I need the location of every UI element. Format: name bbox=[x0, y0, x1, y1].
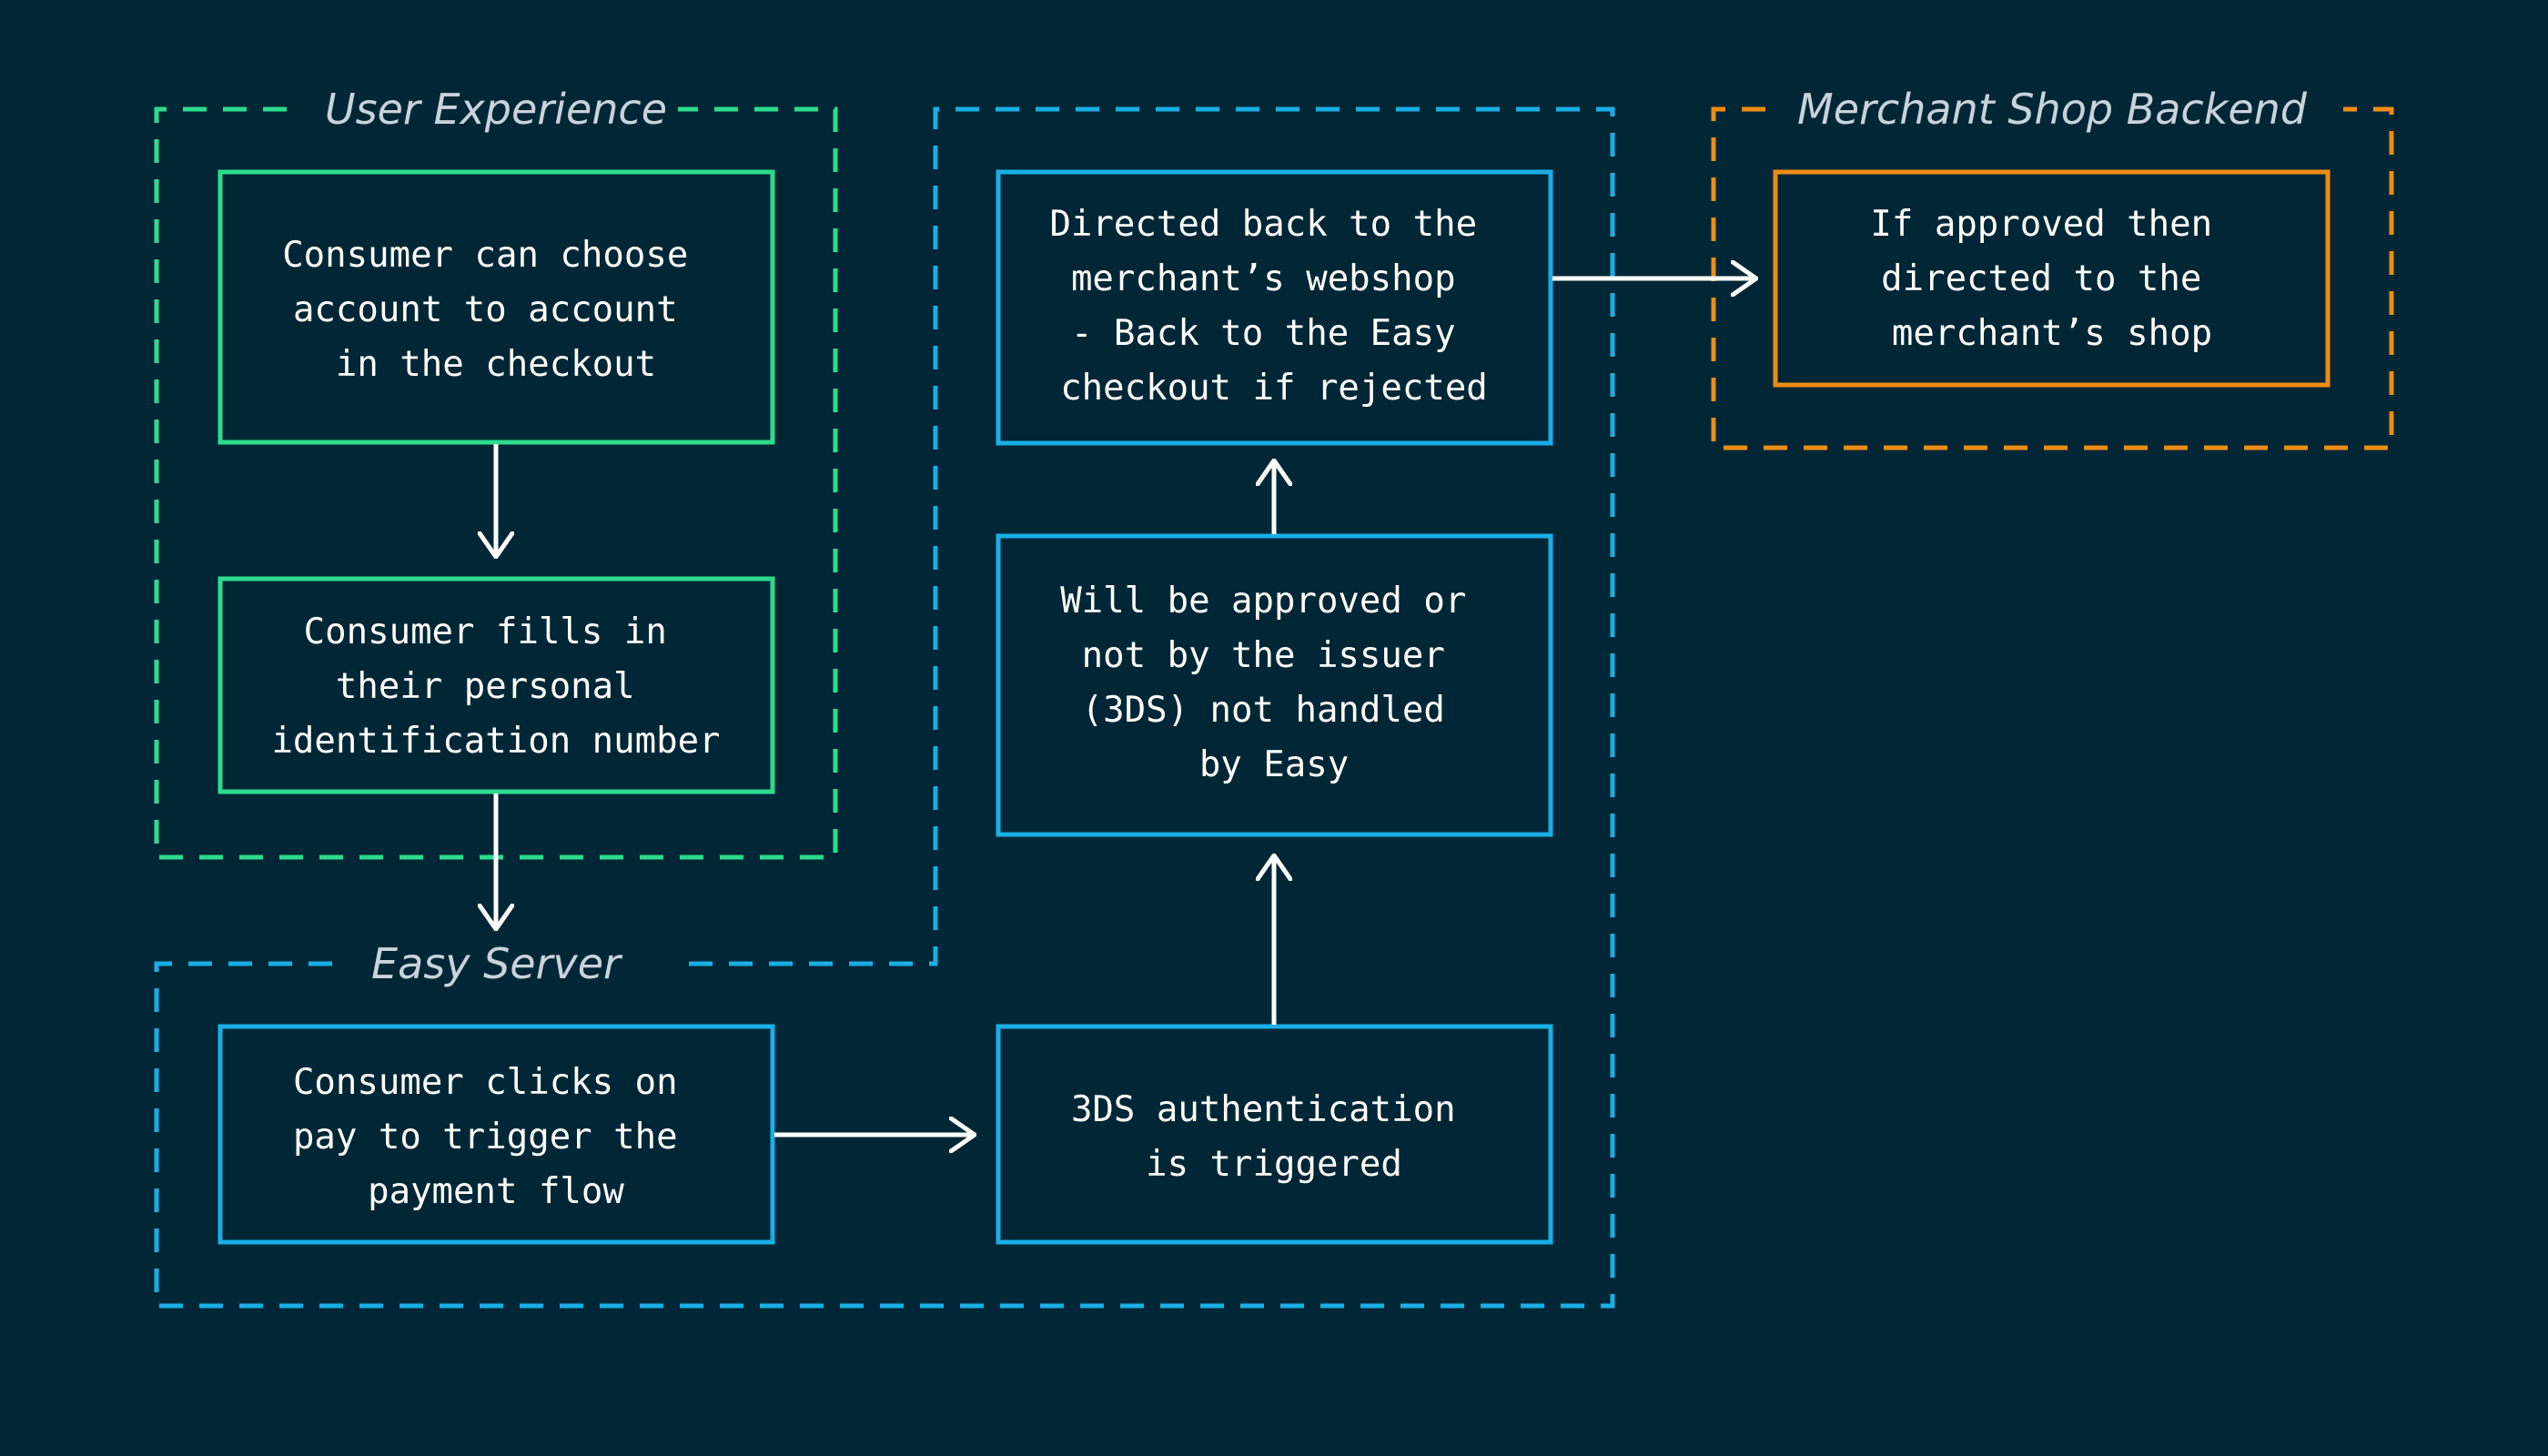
group-easy-server-border bbox=[154, 106, 1615, 1309]
node-click-pay-line: Consumer clicks on bbox=[293, 1062, 678, 1103]
node-merchant-shop-line: If approved then bbox=[1870, 204, 2212, 245]
group-merchant-backend-border bbox=[1711, 106, 2394, 450]
node-fill-pin-line: identification number bbox=[271, 721, 720, 762]
group-label-user-experience: User Experience bbox=[325, 85, 667, 134]
node-auth-3ds-text: 3DS authentication is triggered bbox=[1071, 1089, 1477, 1185]
node-choose-account-line: Consumer can choose bbox=[282, 235, 688, 276]
node-choose-account-text: Consumer can choose account to account i… bbox=[282, 235, 710, 385]
node-click-pay-text: Consumer clicks on pay to trigger the pa… bbox=[293, 1062, 699, 1212]
node-issuer-approval-text: Will be approved or not by the issuer (3… bbox=[1060, 581, 1488, 785]
node-merchant-shop-line: directed to the bbox=[1881, 258, 2201, 299]
node-choose-account-box bbox=[217, 169, 775, 445]
node-fill-pin-box bbox=[217, 576, 775, 794]
node-directed-back-line: Directed back to the bbox=[1049, 204, 1477, 245]
group-label-merchant-backend: Merchant Shop Backend bbox=[1797, 85, 2308, 134]
group-label-easy-server: Easy Server bbox=[371, 939, 623, 988]
node-choose-account-line: account to account bbox=[293, 289, 678, 330]
node-issuer-approval-line: by Easy bbox=[1199, 744, 1349, 785]
node-fill-pin-text: Consumer fills in their personal identif… bbox=[271, 612, 720, 762]
node-click-pay-box bbox=[217, 1024, 775, 1245]
node-merchant-shop-text: If approved then directed to the merchan… bbox=[1870, 204, 2233, 354]
node-directed-back-line: merchant’s webshop bbox=[1071, 258, 1456, 299]
node-directed-back-line: - Back to the Easy bbox=[1071, 313, 1456, 354]
node-choose-account-line: in the checkout bbox=[336, 344, 656, 385]
node-merchant-shop-box bbox=[1773, 169, 2331, 388]
node-issuer-approval-line: Will be approved or bbox=[1060, 581, 1466, 622]
node-fill-pin-line: Consumer fills in bbox=[304, 612, 667, 652]
node-fill-pin-line: their personal bbox=[336, 666, 635, 707]
node-merchant-shop-line: merchant’s shop bbox=[1892, 313, 2212, 354]
node-directed-back-box bbox=[996, 169, 1553, 446]
node-auth-3ds-box bbox=[996, 1024, 1553, 1245]
node-issuer-approval-line: (3DS) not handled bbox=[1082, 690, 1445, 731]
node-auth-3ds-line: is triggered bbox=[1146, 1144, 1402, 1185]
node-directed-back-line: checkout if rejected bbox=[1060, 368, 1488, 409]
node-auth-3ds-line: 3DS authentication bbox=[1071, 1089, 1456, 1130]
node-click-pay-line: payment flow bbox=[368, 1171, 624, 1212]
node-issuer-approval-box bbox=[996, 533, 1553, 837]
node-click-pay-line: pay to trigger the bbox=[293, 1117, 678, 1158]
node-directed-back-text: Directed back to the merchant’s webshop … bbox=[1049, 204, 1498, 409]
node-issuer-approval-line: not by the issuer bbox=[1082, 635, 1445, 676]
